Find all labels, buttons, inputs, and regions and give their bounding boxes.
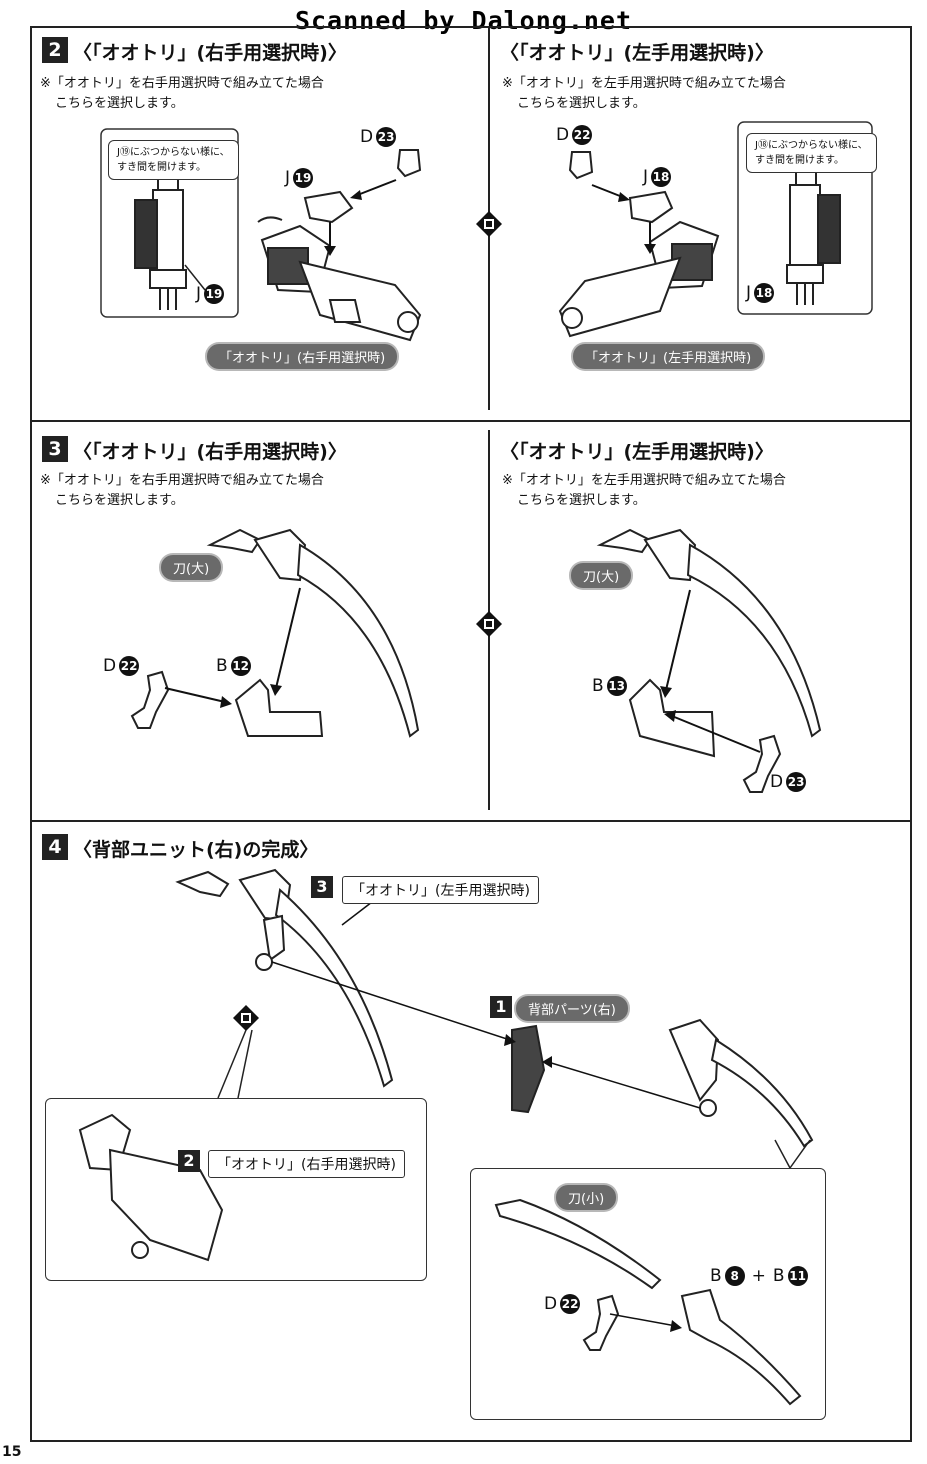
part-letter: D (556, 125, 570, 145)
step2-right-heading: 〈「オオトリ」(右手用選択時)〉 (73, 42, 347, 64)
step2-left-part-j: J 18 (643, 167, 672, 187)
step3-left-blade-pill: 刀(大) (571, 563, 632, 588)
step2-right-note-line2: こちらを選択します。 (55, 96, 184, 111)
part-letter: J (643, 167, 649, 187)
step4-ref3-number: 3 (311, 876, 333, 898)
step4-right-hand-inset-panel (45, 1098, 427, 1281)
step2-right-result-pill: 「オオトリ」(右手用選択時) (207, 344, 398, 369)
direction-diamond-icon (476, 611, 502, 637)
part-letter: B (710, 1266, 722, 1286)
part-letter: D (770, 772, 784, 792)
step4-heading: 〈背部ユニット(右)の完成〉 (73, 839, 319, 861)
part-letter: D (544, 1294, 558, 1314)
step4-part-b8-b11: B 8 + B 11 (710, 1266, 808, 1286)
callout-line: J⑲にぶつからない様に、 (117, 147, 230, 158)
step4-small-blade-pill: 刀(小) (556, 1185, 617, 1210)
plus-sign: + (751, 1266, 766, 1286)
step2-left-result-pill: 「オオトリ」(左手用選択時) (573, 344, 764, 369)
step2-left-note-line2: こちらを選択します。 (517, 96, 646, 111)
step4-ref1-pill: 背部パーツ(右) (516, 996, 628, 1021)
step2-left-inset-part-j: J 18 (746, 283, 775, 303)
step3-left-note-line2: こちらを選択します。 (517, 493, 646, 508)
part-number-badge: 22 (560, 1294, 581, 1314)
part-number-badge: 18 (651, 167, 672, 187)
part-letter: J (196, 284, 202, 304)
part-letter: D (103, 656, 117, 676)
step3-right-part-d: D 22 (103, 656, 140, 676)
direction-diamond-icon (476, 211, 502, 237)
step3-right-note-line1: ※「オオトリ」を右手用選択時で組み立てた場合 (40, 473, 324, 488)
step4-number: 4 (42, 834, 68, 860)
part-number-badge: 19 (293, 168, 314, 188)
step4-frame (30, 820, 912, 1442)
step3-right-heading: 〈「オオトリ」(右手用選択時)〉 (73, 441, 347, 463)
scan-watermark: Scanned by Dalong.net (294, 6, 633, 35)
step3-right-blade-pill: 刀(大) (161, 555, 222, 580)
part-letter: J (746, 283, 752, 303)
callout-line: すき間を開けます。 (755, 155, 844, 166)
step2-number: 2 (42, 37, 68, 63)
step2-right-note-line1: ※「オオトリ」を右手用選択時で組み立てた場合 (40, 76, 324, 91)
part-number-badge: 18 (754, 283, 775, 303)
part-number-badge: 23 (376, 127, 397, 147)
step4-ref2-label: 「オオトリ」(右手用選択時) (208, 1150, 405, 1178)
page-number: 15 (2, 1444, 22, 1460)
step3-left-heading: 〈「オオトリ」(左手用選択時)〉 (500, 441, 774, 463)
part-number-badge: 13 (606, 676, 627, 696)
part-number-badge: 11 (787, 1266, 808, 1286)
part-letter: B (772, 1266, 785, 1286)
step4-ref2-number: 2 (178, 1150, 200, 1172)
callout-line: J⑱にぶつからない様に、 (755, 140, 868, 151)
callout-line: すき間を開けます。 (117, 162, 206, 173)
step3-left-part-b: B 13 (592, 676, 627, 696)
direction-diamond-icon (233, 1005, 259, 1031)
step2-left-callout: J⑱にぶつからない様に、 すき間を開けます。 (746, 133, 877, 173)
part-letter: J (285, 168, 291, 188)
step3-left-part-d: D 23 (770, 772, 807, 792)
step4-small-blade-inset-panel (470, 1168, 826, 1420)
part-letter: D (360, 127, 374, 147)
step2-left-note-line1: ※「オオトリ」を左手用選択時で組み立てた場合 (502, 76, 786, 91)
part-number-badge: 22 (572, 125, 593, 145)
step3-number: 3 (42, 436, 68, 462)
step3-right-note-line2: こちらを選択します。 (55, 493, 184, 508)
step2-right-part-j: J 19 (285, 168, 314, 188)
step2-left-heading: 〈「オオトリ」(左手用選択時)〉 (500, 42, 774, 64)
step2-left-part-d: D 22 (556, 125, 593, 145)
part-number-badge: 12 (230, 656, 251, 676)
step3-right-part-b: B 12 (216, 656, 251, 676)
step4-part-d: D 22 (544, 1294, 581, 1314)
step3-left-note-line1: ※「オオトリ」を左手用選択時で組み立てた場合 (502, 473, 786, 488)
step2-3-divider (30, 420, 912, 422)
part-number-badge: 23 (786, 772, 807, 792)
step2-right-inset-part-j: J 19 (196, 284, 225, 304)
part-number-badge: 19 (204, 284, 225, 304)
part-number-badge: 22 (119, 656, 140, 676)
part-letter: B (592, 676, 604, 696)
step4-ref3-label: 「オオトリ」(左手用選択時) (342, 876, 539, 904)
step4-ref1-number: 1 (490, 996, 512, 1018)
step2-right-callout: J⑲にぶつからない様に、 すき間を開けます。 (108, 140, 239, 180)
part-letter: B (216, 656, 228, 676)
part-number-badge: 8 (724, 1266, 745, 1286)
step2-right-part-d: D 23 (360, 127, 397, 147)
